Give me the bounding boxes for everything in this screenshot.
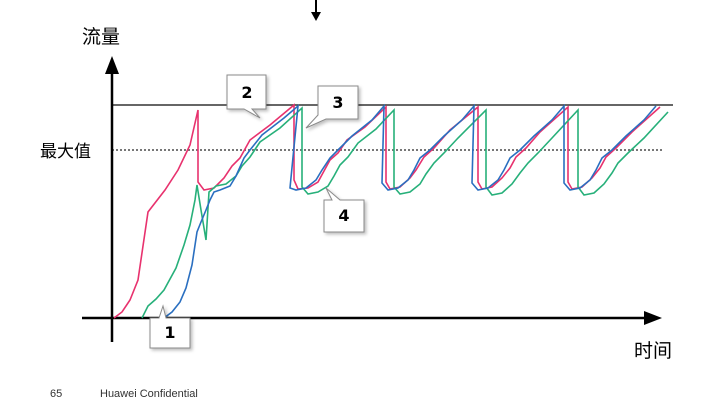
callout-1: 1: [149, 304, 191, 349]
series-green: [141, 106, 669, 319]
page-number: 65: [50, 388, 63, 400]
callout-3: 3: [305, 85, 359, 129]
svg-text:1: 1: [164, 323, 175, 342]
y-axis-label: 流量: [82, 26, 120, 48]
callout-4: 4: [323, 187, 365, 233]
svg-text:4: 4: [338, 206, 349, 225]
y-axis: [105, 56, 119, 342]
svg-text:2: 2: [241, 83, 252, 102]
confidential-label: Huawei Confidential: [100, 388, 198, 400]
top-down-arrow: [311, 0, 321, 21]
max-value-label: 最大值: [40, 142, 91, 162]
callout-2: 2: [226, 74, 267, 119]
series-red: [113, 103, 661, 319]
series-blue: [163, 103, 657, 319]
x-axis-label: 时间: [634, 340, 672, 362]
svg-text:3: 3: [332, 93, 343, 112]
